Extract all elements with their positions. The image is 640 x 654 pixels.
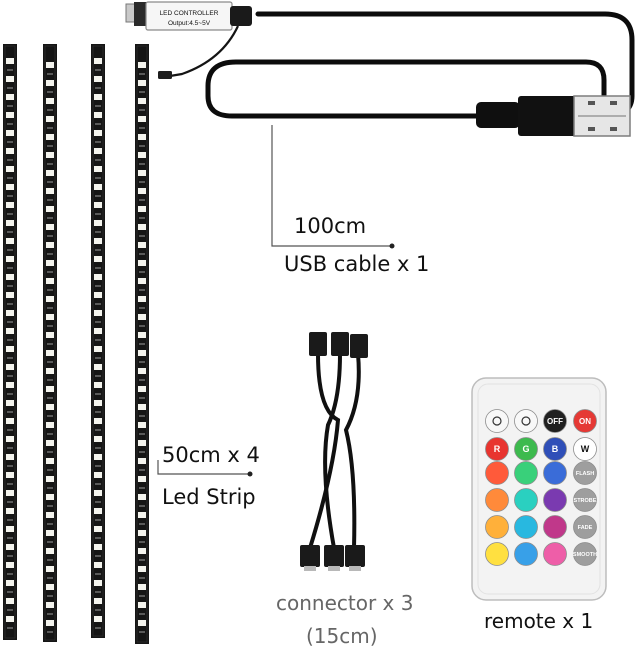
usb-plug	[476, 95, 631, 137]
color-button[interactable]	[514, 515, 538, 539]
color-button[interactable]	[514, 461, 538, 485]
color-button[interactable]	[485, 542, 509, 566]
color-button[interactable]	[543, 542, 567, 566]
color-button[interactable]	[485, 515, 509, 539]
strip-dimension-line	[157, 460, 250, 475]
color-button[interactable]	[543, 488, 567, 512]
usb-dimension-dot	[389, 243, 395, 249]
led-strip	[3, 44, 17, 640]
connector-label: connector x 3	[276, 591, 414, 615]
strip-length-label: 50cm x 4	[162, 443, 260, 467]
color-button[interactable]	[514, 488, 538, 512]
green-button[interactable]: G	[514, 437, 538, 461]
color-button[interactable]	[514, 542, 538, 566]
brightness-up-button[interactable]	[485, 409, 509, 433]
usb-cable-label: USB cable x 1	[284, 252, 430, 276]
remote-label: remote x 1	[484, 609, 594, 633]
remote-control: OFF ON R G B W FLASH STROBE FADE SMOOTH	[471, 377, 607, 601]
strobe-button[interactable]: STROBE	[573, 488, 597, 512]
smooth-button[interactable]: SMOOTH	[573, 542, 597, 566]
controller-spec: Output:4.5~5V	[168, 20, 211, 27]
svg-text:SMOOTH: SMOOTH	[573, 552, 597, 558]
blue-button[interactable]: B	[543, 437, 567, 461]
svg-text:G: G	[522, 444, 529, 454]
svg-text:OFF: OFF	[547, 417, 563, 426]
led-controller: LED CONTROLLER Output:4.5~5V	[125, 1, 252, 31]
svg-text:W: W	[581, 444, 590, 454]
usb-dimension-line	[271, 125, 392, 247]
color-button[interactable]	[485, 461, 509, 485]
usb-length-label: 100cm	[294, 214, 367, 238]
white-button[interactable]: W	[573, 437, 597, 461]
led-strip	[135, 44, 149, 644]
svg-text:STROBE: STROBE	[574, 498, 597, 504]
led-strip	[43, 44, 57, 642]
sun-icon	[521, 416, 531, 426]
svg-text:B: B	[552, 444, 559, 454]
flash-button[interactable]: FLASH	[573, 461, 597, 485]
sun-icon	[492, 416, 502, 426]
strip-name-label: Led Strip	[162, 485, 256, 509]
color-button[interactable]	[543, 461, 567, 485]
red-button[interactable]: R	[485, 437, 509, 461]
svg-text:FADE: FADE	[578, 525, 593, 531]
svg-text:R: R	[494, 444, 501, 454]
strip-plug	[158, 71, 172, 79]
strip-dimension-dot	[247, 471, 253, 477]
led-strip	[91, 44, 105, 638]
led-strips	[3, 44, 149, 644]
color-button[interactable]	[485, 488, 509, 512]
svg-text:FLASH: FLASH	[576, 471, 594, 477]
svg-text:ON: ON	[579, 417, 591, 426]
controller-title: LED CONTROLLER	[160, 10, 219, 17]
connectors	[300, 332, 368, 571]
brightness-down-button[interactable]	[514, 409, 538, 433]
off-button[interactable]: OFF	[543, 409, 567, 433]
usb-cable	[158, 11, 635, 137]
connector-length-label: (15cm)	[306, 624, 378, 648]
color-button[interactable]	[543, 515, 567, 539]
on-button[interactable]: ON	[573, 409, 597, 433]
fade-button[interactable]: FADE	[573, 515, 597, 539]
